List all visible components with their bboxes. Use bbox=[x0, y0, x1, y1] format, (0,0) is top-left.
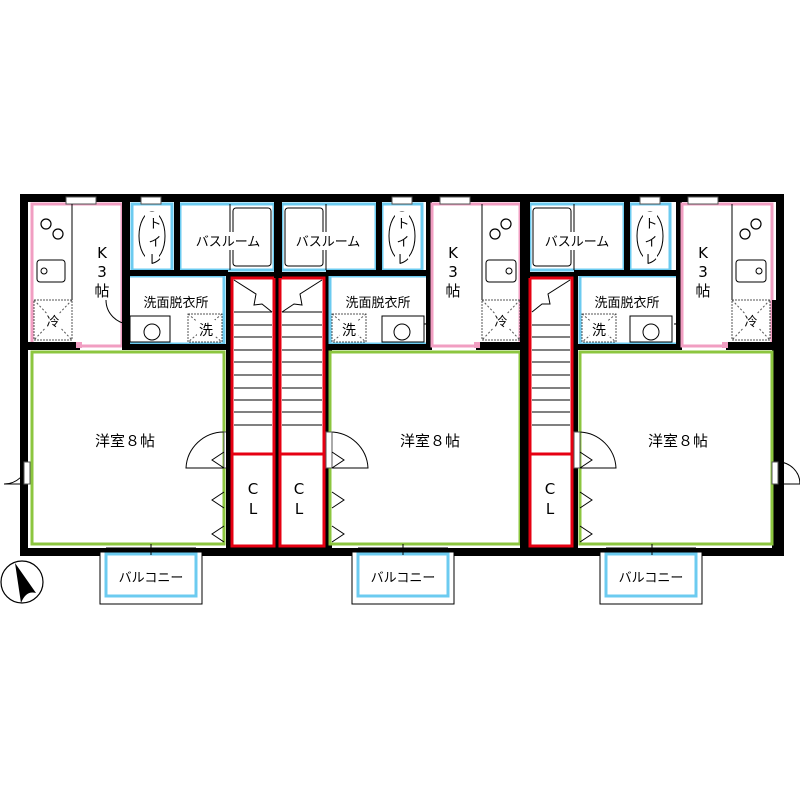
balcony bbox=[104, 552, 198, 598]
unit-2: バスルーム ト イ レ 洗面脱衣所 洗 bbox=[274, 196, 526, 605]
western-room bbox=[30, 350, 226, 546]
closet-label-1: C bbox=[294, 480, 304, 498]
kitchen-label-2: 3 bbox=[448, 263, 458, 281]
washroom-label: 洗面脱衣所 bbox=[143, 295, 208, 311]
toilet-label-3: レ bbox=[396, 253, 409, 268]
room-door[interactable] bbox=[185, 431, 225, 469]
fridge-label: 冷 bbox=[744, 315, 757, 330]
washroom-label: 洗面脱衣所 bbox=[345, 295, 410, 311]
bath-label: バスルーム bbox=[296, 235, 361, 250]
kitchen-label-1: K bbox=[448, 244, 459, 262]
staircase-right[interactable] bbox=[278, 276, 326, 472]
toilet-label-2: イ bbox=[396, 235, 409, 250]
fridge-space: 冷 bbox=[731, 299, 771, 341]
stove-icon bbox=[489, 218, 512, 240]
north-arrow-icon bbox=[0, 560, 44, 604]
staircase-left[interactable] bbox=[230, 276, 276, 472]
stove-icon bbox=[739, 218, 762, 240]
bath-label: バスルーム bbox=[196, 235, 261, 250]
closet-label-2: L bbox=[249, 500, 258, 518]
kitchen-label-2: 3 bbox=[97, 263, 107, 281]
fridge-space: 冷 bbox=[481, 299, 521, 341]
washbasin-icon bbox=[642, 323, 660, 341]
unit-1: 冷 K 3 帖 ト イ レ バスルーム 洗面脱衣所 洗 bbox=[3, 196, 276, 605]
washbasin-icon bbox=[143, 323, 161, 341]
toilet-label-2: イ bbox=[148, 235, 161, 250]
washer-space: 洗 bbox=[187, 313, 223, 343]
stair-treads bbox=[233, 279, 323, 426]
toilet-label-1: ト bbox=[644, 217, 657, 232]
sink-icon bbox=[485, 259, 517, 283]
balcony-label: バルコニー bbox=[119, 571, 184, 586]
kitchen-label-1: K bbox=[698, 244, 709, 262]
sink-icon bbox=[36, 259, 66, 283]
washer-label: 洗 bbox=[592, 323, 606, 339]
kitchen-label-2: 3 bbox=[698, 263, 708, 281]
closet-doors[interactable] bbox=[331, 451, 345, 543]
shared-stair-core: C L C L bbox=[226, 272, 332, 552]
sink-icon bbox=[735, 259, 767, 283]
toilet-label-1: ト bbox=[396, 217, 409, 232]
washer-label: 洗 bbox=[342, 323, 356, 339]
closet-left bbox=[230, 452, 276, 548]
closet-label-1: C bbox=[545, 480, 555, 498]
washer-label: 洗 bbox=[199, 323, 213, 339]
room-label: 洋室８帖 bbox=[400, 432, 460, 450]
room-label: 洋室８帖 bbox=[648, 432, 708, 450]
bath-label: バスルーム bbox=[545, 235, 610, 250]
stair-core-unit-3: C L bbox=[520, 272, 578, 552]
toilet-label-3: レ bbox=[148, 253, 161, 268]
fridge-label: 冷 bbox=[46, 315, 59, 330]
kitchen-label-3: 帖 bbox=[695, 282, 710, 300]
closet-label-2: L bbox=[546, 500, 555, 518]
fridge-label: 冷 bbox=[494, 315, 507, 330]
window bbox=[65, 196, 97, 205]
stove-icon bbox=[40, 218, 64, 240]
kitchen-label-3: 帖 bbox=[445, 282, 460, 300]
stair-treads bbox=[531, 279, 571, 426]
western-room bbox=[578, 350, 774, 546]
balcony-label: バルコニー bbox=[371, 571, 436, 586]
closet-label-1: C bbox=[248, 480, 258, 498]
toilet-label-1: ト bbox=[148, 217, 161, 232]
closet-label-2: L bbox=[295, 500, 304, 518]
kitchen-label-3: 帖 bbox=[94, 282, 109, 300]
unit-3: バスルーム ト イ レ 洗面脱衣所 洗 bbox=[520, 196, 800, 605]
washer-space: 洗 bbox=[331, 313, 367, 343]
washer-space: 洗 bbox=[581, 313, 617, 343]
closet-right bbox=[278, 452, 326, 548]
room-door[interactable] bbox=[329, 431, 369, 469]
toilet-label-2: イ bbox=[644, 235, 657, 250]
room-label: 洋室８帖 bbox=[95, 432, 155, 450]
fridge-space: 冷 bbox=[33, 299, 73, 341]
closet-doors[interactable] bbox=[211, 451, 225, 543]
washroom-label: 洗面脱衣所 bbox=[594, 295, 659, 311]
washbasin-icon bbox=[393, 323, 411, 341]
staircase[interactable] bbox=[528, 276, 574, 472]
room-door[interactable] bbox=[579, 431, 617, 469]
balcony bbox=[604, 552, 698, 598]
closet-doors[interactable] bbox=[579, 451, 593, 543]
kitchen-label-1: K bbox=[97, 244, 108, 262]
toilet-label-3: レ bbox=[644, 253, 657, 268]
closet bbox=[528, 452, 574, 548]
balcony-label: バルコニー bbox=[619, 571, 684, 586]
